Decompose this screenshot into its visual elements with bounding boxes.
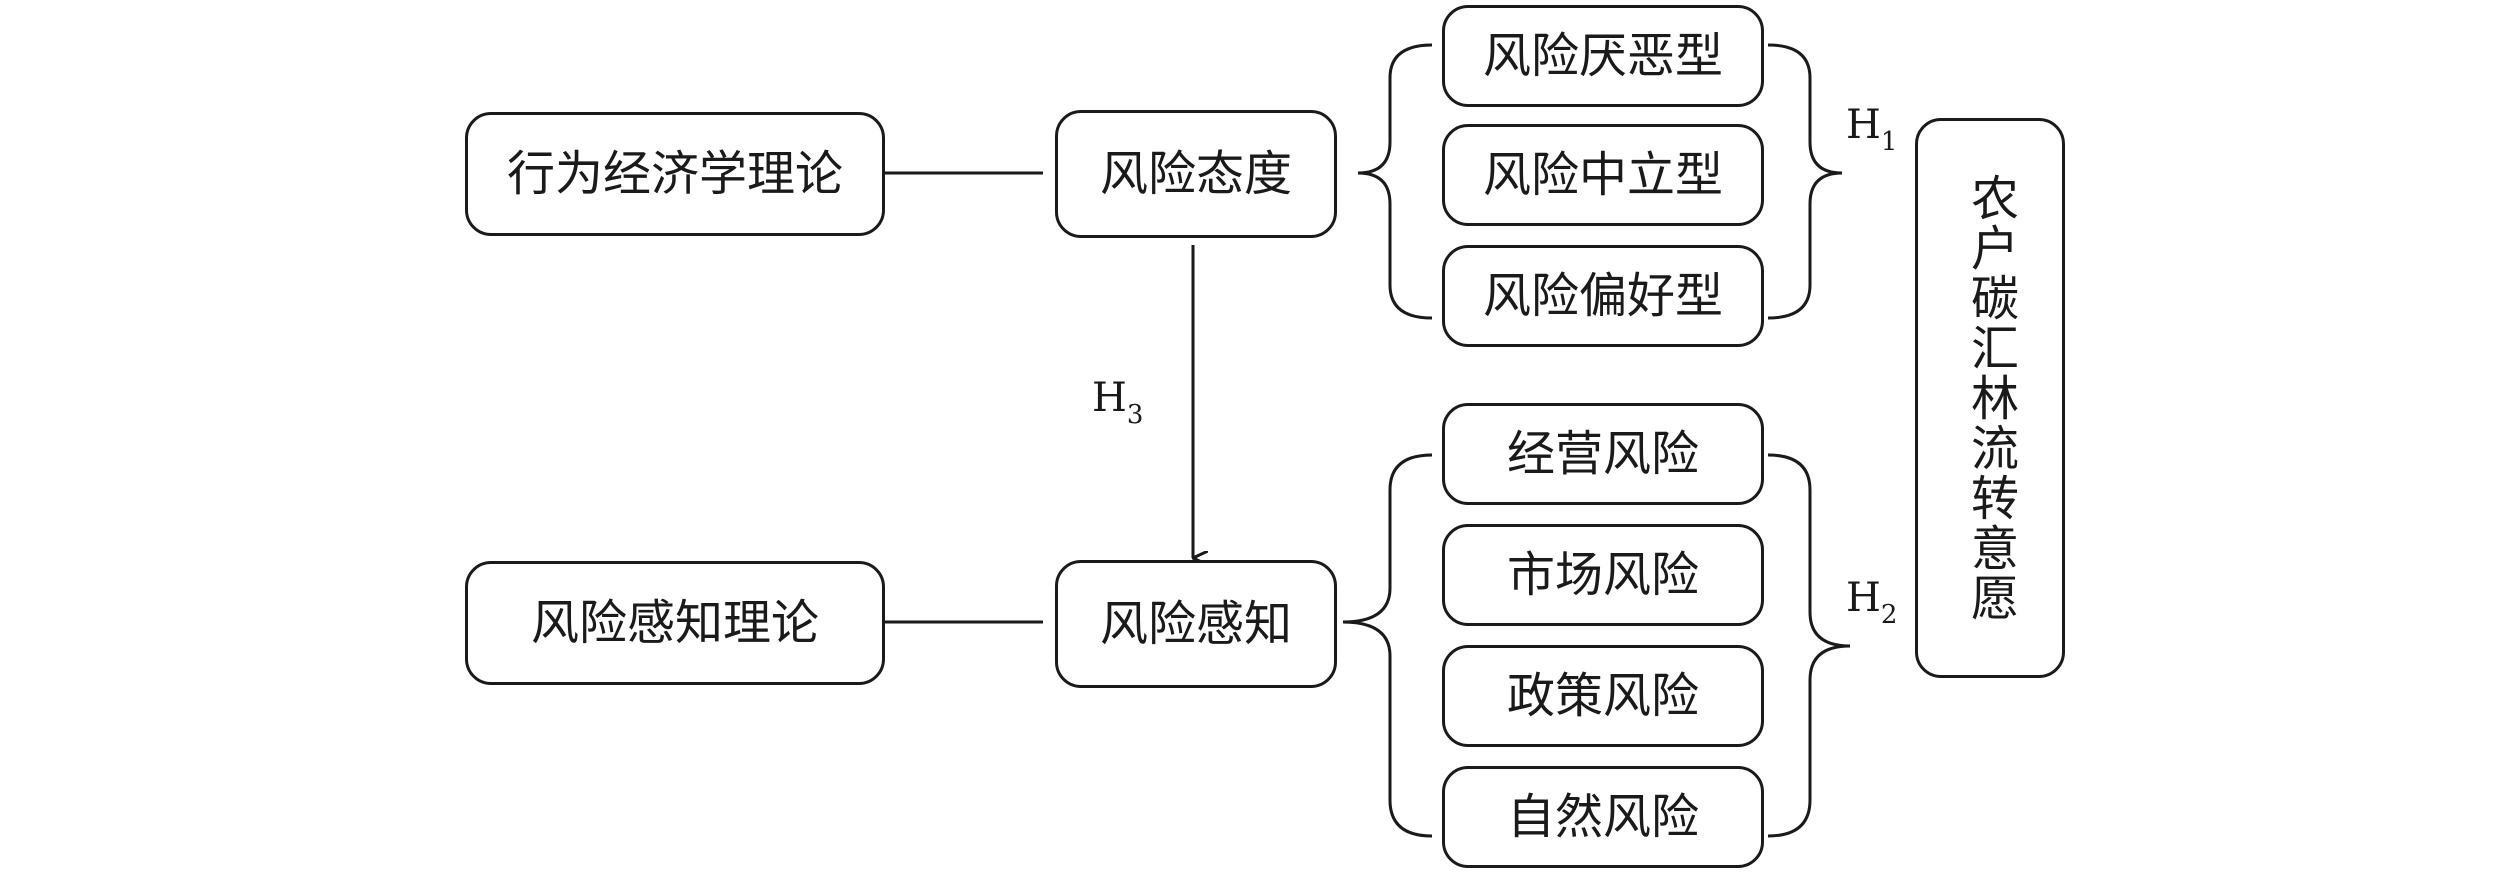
hypothesis-h2-main: H bbox=[1846, 575, 1881, 621]
perception-type-label: 经营风险 bbox=[1506, 426, 1699, 482]
attitude-type-box: 风险中立型 bbox=[1442, 124, 1764, 226]
hypothesis-h2: H2 bbox=[1846, 575, 1897, 628]
construct-risk-attitude-label: 风险态度 bbox=[1099, 146, 1292, 202]
theory-risk-perception: 风险感知理论 bbox=[465, 561, 885, 685]
outcome-label: 农户碳汇林流转意愿 bbox=[1962, 173, 2018, 623]
hypothesis-h3: H3 bbox=[1092, 375, 1143, 428]
attitude-type-label: 风险厌恶型 bbox=[1482, 28, 1723, 84]
outcome-box: 农户碳汇林流转意愿 bbox=[1915, 118, 2065, 678]
hypothesis-h3-sub: 3 bbox=[1126, 400, 1144, 430]
brace-attitude-to-outcome bbox=[1767, 43, 1843, 320]
theory-behavioral-economics-label: 行为经济学理论 bbox=[506, 146, 843, 202]
theory-risk-perception-label: 风险感知理论 bbox=[530, 595, 819, 651]
construct-risk-perception: 风险感知 bbox=[1055, 560, 1337, 688]
attitude-type-label: 风险偏好型 bbox=[1482, 268, 1723, 324]
hypothesis-h2-sub: 2 bbox=[1880, 600, 1898, 630]
hypothesis-h1: H1 bbox=[1846, 102, 1897, 155]
hypothesis-h3-main: H bbox=[1092, 375, 1127, 421]
perception-type-box: 自然风险 bbox=[1442, 766, 1764, 868]
perception-type-label: 政策风险 bbox=[1506, 668, 1699, 724]
perception-type-label: 自然风险 bbox=[1506, 789, 1699, 845]
construct-risk-attitude: 风险态度 bbox=[1055, 110, 1337, 238]
attitude-type-box: 风险厌恶型 bbox=[1442, 5, 1764, 107]
perception-type-label: 市场风险 bbox=[1506, 547, 1699, 603]
brace-perception-types bbox=[1342, 453, 1433, 838]
perception-type-box: 经营风险 bbox=[1442, 403, 1764, 505]
theory-behavioral-economics: 行为经济学理论 bbox=[465, 112, 885, 236]
attitude-type-label: 风险中立型 bbox=[1482, 147, 1723, 203]
construct-risk-perception-label: 风险感知 bbox=[1099, 596, 1292, 652]
hypothesis-h1-main: H bbox=[1846, 102, 1881, 148]
perception-type-box: 市场风险 bbox=[1442, 524, 1764, 626]
brace-perception-to-outcome bbox=[1767, 453, 1851, 838]
hypothesis-h1-sub: 1 bbox=[1880, 127, 1898, 157]
attitude-type-box: 风险偏好型 bbox=[1442, 245, 1764, 347]
perception-type-box: 政策风险 bbox=[1442, 645, 1764, 747]
brace-attitude-types bbox=[1357, 43, 1433, 320]
